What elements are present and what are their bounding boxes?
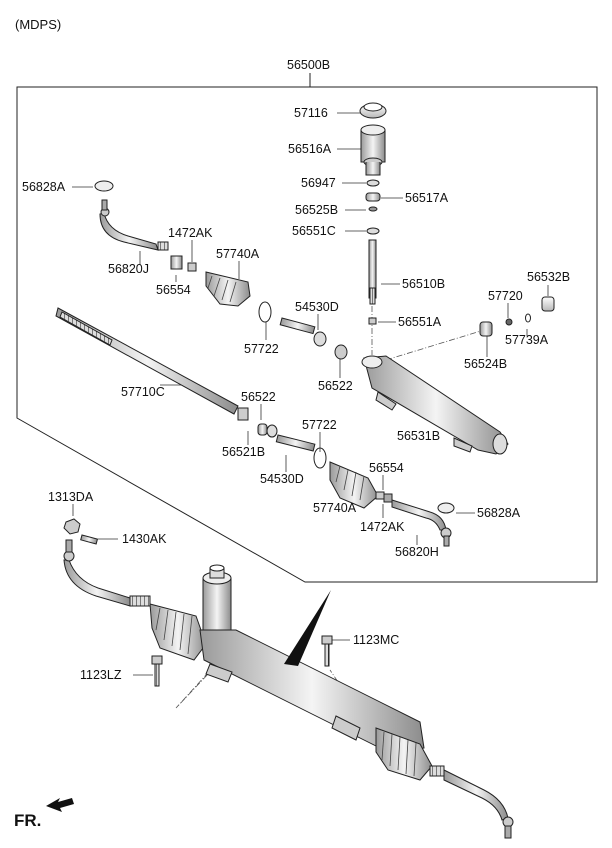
part-56554-left[interactable]: 56554	[156, 283, 191, 297]
part-1430AK[interactable]: 1430AK	[122, 532, 167, 546]
assembly-number: 56500B	[287, 58, 331, 72]
part-56510B[interactable]: 56510B	[402, 277, 446, 291]
right-tie-rod-parts	[257, 423, 455, 547]
yoke-parts	[479, 296, 555, 337]
part-56551A[interactable]: 56551A	[398, 315, 442, 329]
pinion-parts	[359, 102, 387, 325]
front-direction-label: FR.	[14, 811, 42, 830]
part-57710C[interactable]: 57710C	[121, 385, 165, 399]
part-57739A[interactable]: 57739A	[505, 333, 549, 347]
part-56551C[interactable]: 56551C	[292, 224, 336, 238]
part-56820J[interactable]: 56820J	[108, 262, 150, 276]
part-56517A[interactable]: 56517A	[405, 191, 449, 205]
part-56524B[interactable]: 56524B	[464, 357, 508, 371]
part-1123MC[interactable]: 1123MC	[353, 633, 400, 647]
variant-label: (MDPS)	[15, 17, 62, 32]
part-57722-right[interactable]: 57722	[302, 418, 337, 432]
part-56947[interactable]: 56947	[301, 176, 336, 190]
part-56820H[interactable]: 56820H	[395, 545, 439, 559]
part-56516A[interactable]: 56516A	[288, 142, 332, 156]
part-57116[interactable]: 57116	[294, 106, 328, 120]
part-1472AK-left[interactable]: 1472AK	[168, 226, 213, 240]
part-57740A-right[interactable]: 57740A	[313, 501, 357, 515]
part-56522-left[interactable]: 56522	[318, 379, 353, 393]
assembled-gear	[63, 518, 514, 839]
part-56554-right[interactable]: 56554	[369, 461, 404, 475]
part-56828A-left[interactable]: 56828A	[22, 180, 66, 194]
part-56521B[interactable]: 56521B	[222, 445, 266, 459]
part-56532B[interactable]: 56532B	[527, 270, 571, 284]
rack-housing	[361, 355, 509, 455]
pointer-arrow	[284, 590, 331, 666]
part-56525B[interactable]: 56525B	[295, 203, 339, 217]
part-56531B[interactable]: 56531B	[397, 429, 441, 443]
part-1313DA[interactable]: 1313DA	[48, 490, 94, 504]
part-1472AK-right[interactable]: 1472AK	[360, 520, 405, 534]
part-57720[interactable]: 57720	[488, 289, 523, 303]
part-56522-right[interactable]: 56522	[241, 390, 276, 404]
assembly-frame	[16, 73, 598, 583]
fr-arrow-icon	[46, 798, 74, 812]
part-57740A-left[interactable]: 57740A	[216, 247, 260, 261]
part-54530D-right[interactable]: 54530D	[260, 472, 304, 486]
left-tie-rod-parts	[94, 180, 348, 360]
rack-bar	[55, 307, 249, 421]
part-54530D-left[interactable]: 54530D	[295, 300, 339, 314]
part-56828A-right[interactable]: 56828A	[477, 506, 521, 520]
part-57722-left[interactable]: 57722	[244, 342, 279, 356]
part-1123LZ[interactable]: 1123LZ	[80, 668, 122, 682]
